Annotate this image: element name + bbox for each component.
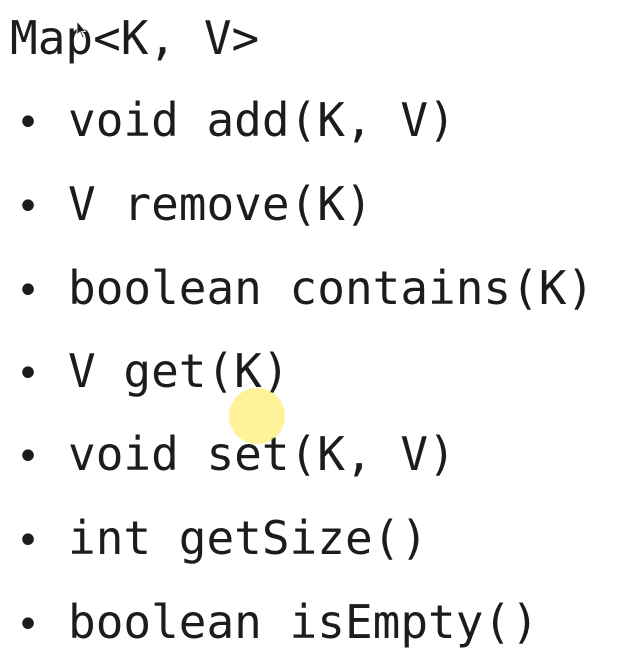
- bullet-icon: •: [16, 518, 41, 564]
- list-item: • boolean contains(K): [16, 260, 594, 316]
- bullet-icon: •: [16, 434, 41, 480]
- method-signature: int getSize(): [68, 511, 429, 565]
- slide-title: Map<K, V>: [10, 11, 260, 65]
- method-signature: V get(K): [68, 344, 290, 398]
- bullet-icon: •: [16, 351, 41, 397]
- method-signature: void set(K, V): [68, 427, 456, 481]
- bullet-icon: •: [16, 100, 41, 146]
- list-item: • V remove(K): [16, 176, 373, 232]
- list-item: • int getSize(): [16, 510, 428, 566]
- list-item: • void set(K, V): [16, 426, 456, 482]
- method-signature: V remove(K): [68, 177, 373, 231]
- method-signature: boolean contains(K): [68, 261, 595, 315]
- method-signature: void add(K, V): [68, 93, 456, 147]
- bullet-icon: •: [16, 602, 41, 648]
- list-item: • void add(K, V): [16, 92, 456, 148]
- bullet-icon: •: [16, 184, 41, 230]
- bullet-icon: •: [16, 268, 41, 314]
- list-item: • boolean isEmpty(): [16, 594, 539, 650]
- list-item: • V get(K): [16, 343, 290, 399]
- method-signature: boolean isEmpty(): [68, 595, 539, 649]
